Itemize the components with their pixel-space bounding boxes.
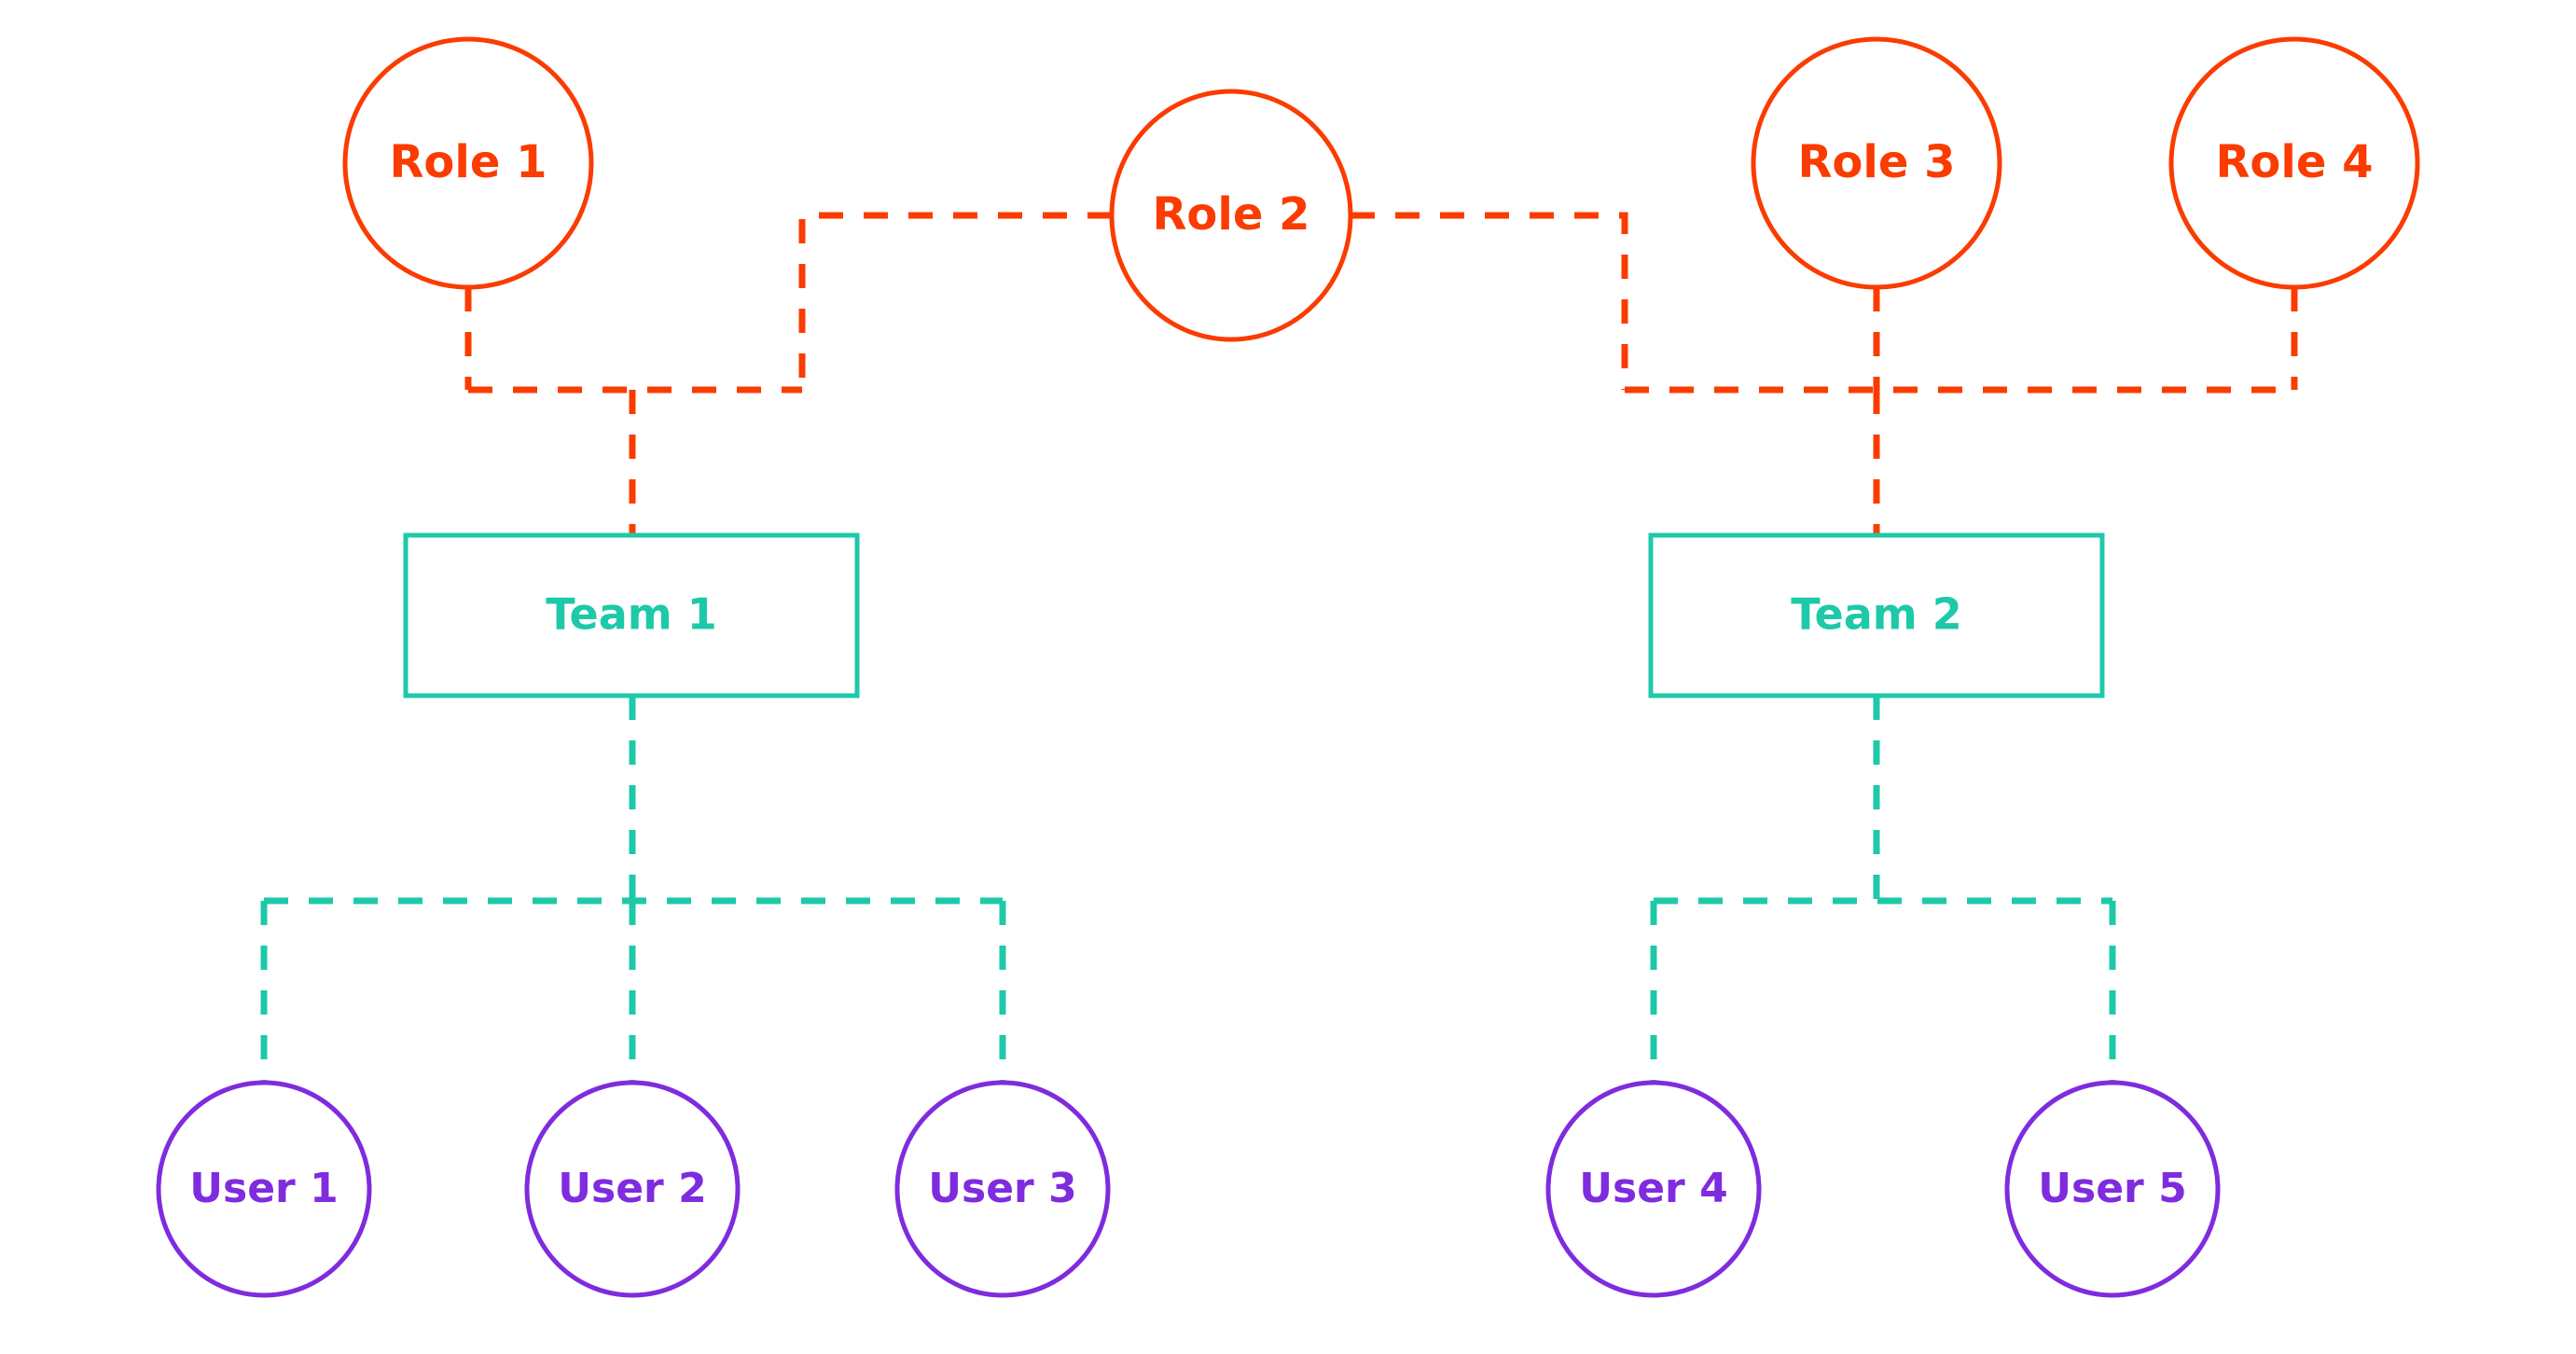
user-label: User 3: [928, 1165, 1076, 1212]
team-label: Team 1: [546, 589, 716, 640]
user-node-group: User 1 User 2 User 3 User 4 User 5: [156, 1080, 2221, 1298]
role-circle[interactable]: [342, 36, 594, 290]
user-node-user3[interactable]: User 3: [894, 1080, 1111, 1298]
role-node-group: Role 1 Role 2 Role 3 Role 4: [342, 36, 2420, 342]
role-label: Role 3: [1797, 136, 1955, 188]
role-label: Role 4: [2215, 136, 2373, 188]
team-label: Team 2: [1791, 589, 1961, 640]
user-circle[interactable]: [156, 1080, 372, 1298]
team-node-team2[interactable]: Team 2: [1648, 532, 2105, 698]
role-node-role3[interactable]: Role 3: [1751, 36, 2002, 290]
connector-line: [1350, 212, 1628, 390]
team-box[interactable]: [403, 532, 860, 698]
role-circle[interactable]: [2168, 36, 2420, 290]
user-circle[interactable]: [2004, 1080, 2221, 1298]
role-circle[interactable]: [1751, 36, 2002, 290]
user-label: User 5: [2038, 1165, 2186, 1212]
role-circle[interactable]: [1109, 89, 1353, 342]
user-circle[interactable]: [524, 1080, 741, 1298]
role-label: Role 1: [389, 136, 547, 188]
user-label: User 2: [558, 1165, 706, 1212]
user-node-user5[interactable]: User 5: [2004, 1080, 2221, 1298]
role-node-role2[interactable]: Role 2: [1109, 89, 1353, 342]
user-circle[interactable]: [894, 1080, 1111, 1298]
role-node-role4[interactable]: Role 4: [2168, 36, 2420, 290]
role-node-role1[interactable]: Role 1: [342, 36, 594, 290]
user-node-user1[interactable]: User 1: [156, 1080, 372, 1298]
user-label: User 4: [1579, 1165, 1727, 1212]
connector-line: [798, 212, 1112, 390]
user-circle[interactable]: [1545, 1080, 1762, 1298]
team-box[interactable]: [1648, 532, 2105, 698]
team-edge-group: [260, 696, 2116, 1083]
role-label: Role 2: [1152, 188, 1309, 241]
team-node-group: Team 1 Team 2: [403, 532, 2105, 698]
team-node-team1[interactable]: Team 1: [403, 532, 860, 698]
user-node-user4[interactable]: User 4: [1545, 1080, 1762, 1298]
role-edge-group: [464, 212, 2298, 535]
user-node-user2[interactable]: User 2: [524, 1080, 741, 1298]
user-label: User 1: [189, 1165, 338, 1212]
